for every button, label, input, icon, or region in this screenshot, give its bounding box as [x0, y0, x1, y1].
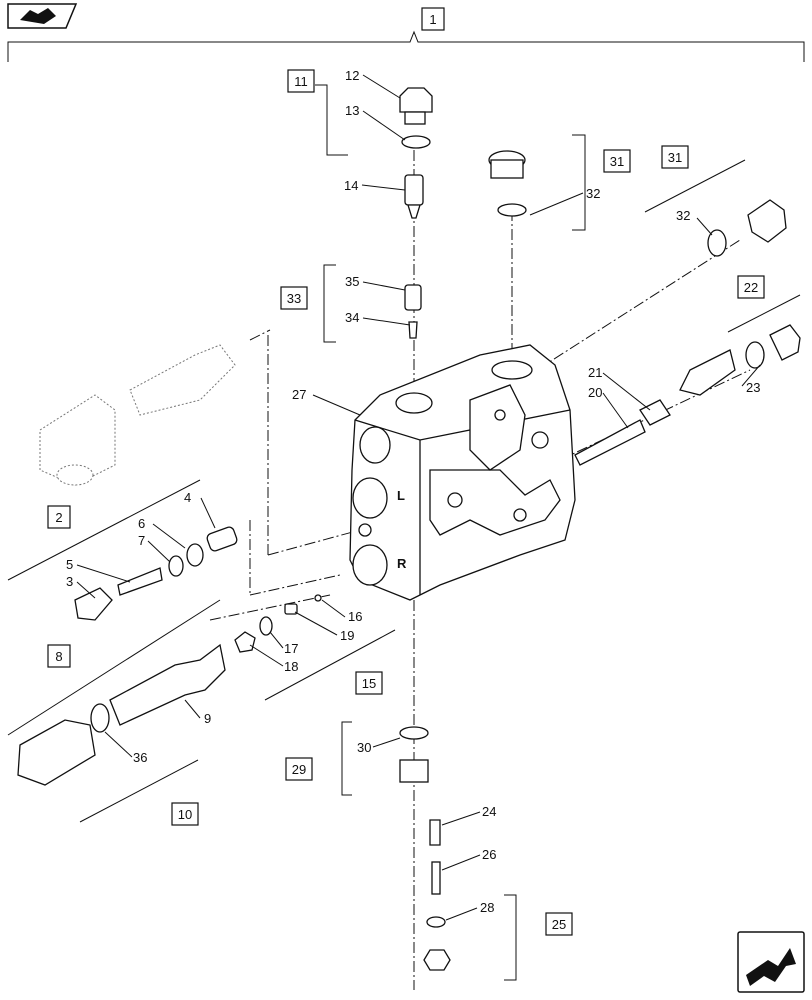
part-label-21: 21 [588, 365, 602, 380]
part-label-5: 5 [66, 557, 73, 572]
ghost-solenoid [39, 344, 236, 486]
assembly-box-1: 1 [421, 7, 445, 31]
part-label-6: 6 [138, 516, 145, 531]
svg-text:33: 33 [287, 291, 301, 306]
svg-text:10: 10 [178, 807, 192, 822]
bottom-plug-29[interactable] [399, 726, 429, 783]
part-label-14: 14 [344, 178, 358, 193]
part-label-30: 30 [357, 740, 371, 755]
assembly-box-22: 22 [737, 275, 765, 299]
body-letter-l: L [397, 488, 405, 503]
assembly-box-8: 8 [47, 644, 71, 668]
assembly-box-2: 2 [47, 505, 71, 529]
assembly-2-parts[interactable] [74, 526, 238, 621]
top-plug[interactable] [399, 87, 433, 149]
svg-text:2: 2 [55, 510, 62, 525]
part-label-9: 9 [204, 711, 211, 726]
svg-text:29: 29 [292, 762, 306, 777]
svg-text:1: 1 [429, 12, 436, 27]
cartridge-assembly-8[interactable] [17, 643, 226, 786]
part-label-36: 36 [133, 750, 147, 765]
part-label-3: 3 [66, 574, 73, 589]
next-page-arrow-icon[interactable] [737, 931, 805, 993]
spring-pin-14[interactable] [404, 174, 424, 219]
part-label-26: 26 [482, 847, 496, 862]
section-brackets [7, 84, 801, 981]
part-label-4: 4 [184, 490, 191, 505]
book-arrow-icon[interactable] [7, 3, 78, 29]
part-label-18: 18 [284, 659, 298, 674]
body-letter-r: R [397, 556, 407, 571]
svg-text:15: 15 [362, 676, 376, 691]
part-label-20: 20 [588, 385, 602, 400]
svg-text:22: 22 [744, 280, 758, 295]
part-label-32-top: 32 [586, 186, 600, 201]
assembly-box-31: 31 [603, 149, 631, 173]
assembly-box-29: 29 [285, 757, 313, 781]
assembly-box-15: 15 [355, 671, 383, 695]
svg-text:8: 8 [55, 649, 62, 664]
svg-text:31: 31 [668, 150, 682, 165]
pin-35-34[interactable] [404, 284, 422, 339]
leader-lines [76, 74, 761, 921]
plug-31-top[interactable] [488, 150, 527, 217]
part-labels: 12 13 14 32 32 35 34 27 21 20 23 4 6 7 5… [66, 68, 760, 915]
part-label-34: 34 [345, 310, 359, 325]
part-label-17: 17 [284, 641, 298, 656]
part-label-7: 7 [138, 533, 145, 548]
assembly-box-10: 10 [171, 802, 199, 826]
assembly-15-parts[interactable] [234, 594, 322, 653]
assembly-box-33: 33 [280, 286, 308, 310]
spool-assembly-22[interactable] [574, 324, 801, 466]
part-label-16: 16 [348, 609, 362, 624]
svg-text:25: 25 [552, 917, 566, 932]
part-label-19: 19 [340, 628, 354, 643]
valve-body[interactable]: L R [349, 344, 576, 601]
part-label-24: 24 [482, 804, 496, 819]
svg-text:11: 11 [294, 74, 308, 89]
part-label-32-right: 32 [676, 208, 690, 223]
top-bracket [7, 30, 805, 62]
assembly-box-11: 11 [287, 69, 315, 93]
part-label-12: 12 [345, 68, 359, 83]
assembly-box-25: 25 [545, 912, 573, 936]
bottom-assembly-25[interactable] [423, 819, 451, 971]
plug-31-right[interactable] [707, 199, 787, 257]
part-label-28: 28 [480, 900, 494, 915]
part-label-27: 27 [292, 387, 306, 402]
part-label-35: 35 [345, 274, 359, 289]
assembly-box-31-right: 31 [661, 145, 689, 169]
part-label-13: 13 [345, 103, 359, 118]
svg-text:31: 31 [610, 154, 624, 169]
part-label-23: 23 [746, 380, 760, 395]
